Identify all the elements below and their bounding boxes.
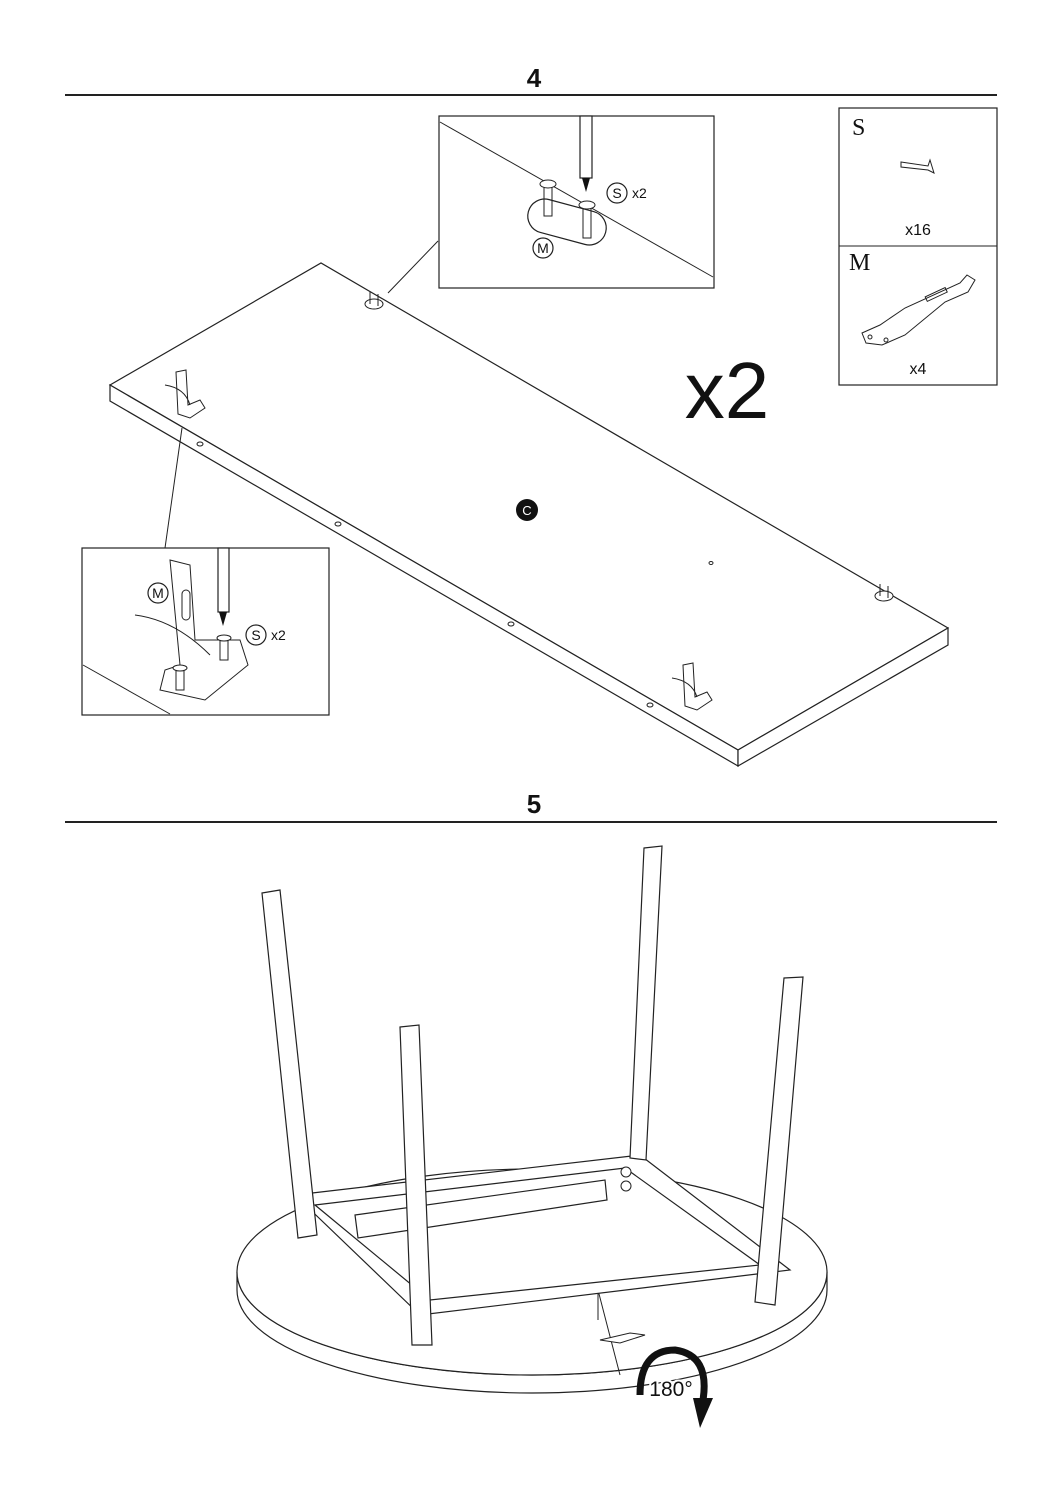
table-leg — [629, 845, 663, 1161]
svg-text:x4: x4 — [910, 361, 927, 378]
step-4: 4 C x2 — [65, 63, 998, 768]
step-number: 4 — [527, 63, 542, 93]
table-panel: C — [108, 262, 950, 768]
svg-text:M: M — [152, 585, 164, 601]
latch-icon — [861, 274, 976, 346]
callout-top: S x2 M — [438, 115, 715, 289]
callout-left: M S x2 — [81, 547, 330, 716]
svg-text:S: S — [251, 627, 260, 643]
screw-icon — [900, 158, 935, 174]
table-leg — [754, 976, 804, 1306]
svg-text:x2: x2 — [632, 185, 647, 201]
callout-leader — [387, 240, 439, 294]
part-s: S x16 — [852, 115, 935, 239]
inverted-table — [236, 845, 828, 1394]
svg-text:x2: x2 — [271, 627, 286, 643]
svg-text:180°: 180° — [649, 1378, 692, 1401]
svg-text:x16: x16 — [905, 222, 931, 239]
quantity-multiplier: x2 — [685, 346, 770, 435]
step-number: 5 — [527, 789, 541, 819]
latch-bracket — [134, 559, 249, 701]
table-leg — [261, 889, 318, 1239]
parts-list: S x16 M x4 — [838, 107, 998, 386]
latch-bracket — [599, 1332, 646, 1344]
screw-icon — [539, 179, 596, 239]
table-leg — [399, 1024, 433, 1346]
svg-text:S: S — [612, 185, 621, 201]
svg-text:M: M — [537, 240, 549, 256]
callout-leader — [164, 427, 183, 549]
part-m: M x4 — [849, 250, 976, 378]
svg-text:C: C — [522, 503, 531, 518]
rotate-180-indicator: 180° — [636, 1346, 713, 1428]
panel-label-badge: C — [516, 499, 538, 521]
step-5: 5 180° — [65, 789, 997, 1428]
svg-text:S: S — [852, 115, 865, 141]
svg-text:M: M — [849, 250, 870, 276]
